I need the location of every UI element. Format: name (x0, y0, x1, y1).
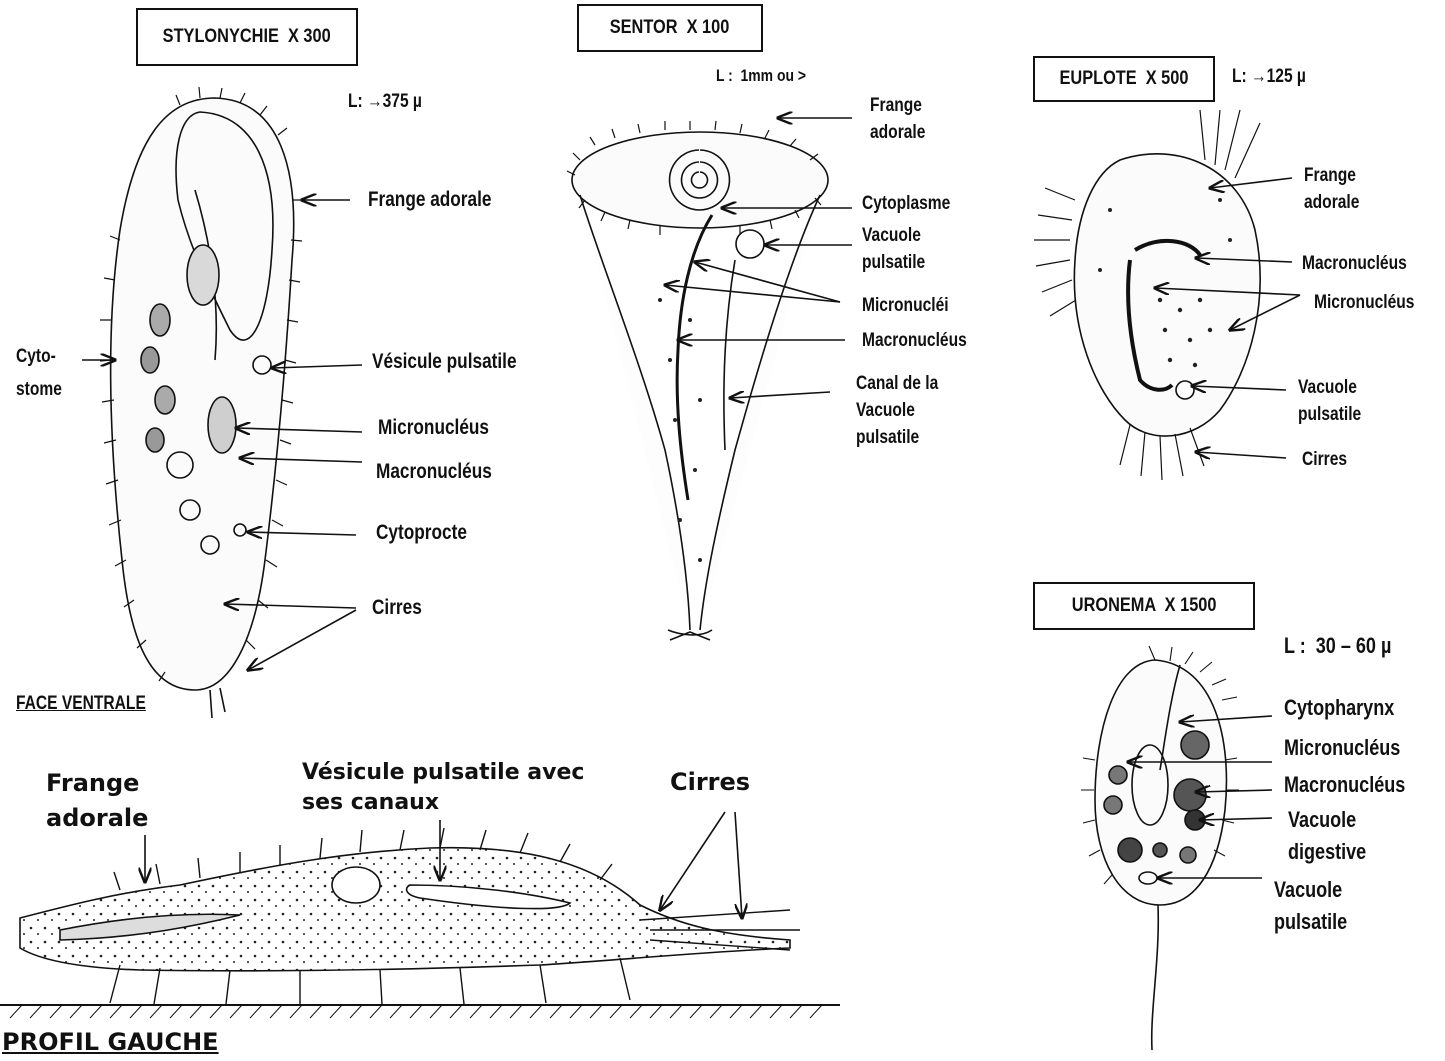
sentor-label-macronucleus: Macronucléus (862, 327, 967, 354)
profil-label-vesicule: Vésicule pulsatile avec ses canaux (302, 758, 584, 818)
sentor-label-cytoplasme: Cytoplasme (862, 190, 950, 217)
profil-drawing (0, 828, 840, 1018)
uronema-label-micronucleus: Micronucléus (1284, 734, 1400, 761)
euplote-label-micronucleus: Micronucléus (1314, 289, 1414, 316)
euplote-label-macronucleus: Macronucléus (1302, 250, 1407, 277)
stylonychie-label-cytoprocte: Cytoprocte (376, 519, 467, 546)
stylonychie-length: L: →375 µ (348, 88, 422, 115)
uronema-title-box: URONEMA X 1500 (1033, 582, 1255, 630)
euplote-title-box: EUPLOTE X 500 (1033, 56, 1215, 102)
euplote-label-vacuole: Vacuole pulsatile (1298, 374, 1361, 428)
stylonychie-label-frange: Frange adorale (368, 186, 491, 213)
euplote-title: EUPLOTE X 500 (1060, 68, 1189, 90)
sentor-title-box: SENTOR X 100 (577, 4, 763, 52)
profil-label-frange: Frange adorale (46, 766, 148, 836)
uronema-title: URONEMA X 1500 (1072, 595, 1217, 617)
stylonychie-view-label: FACE VENTRALE (16, 690, 146, 717)
stylonychie-label-macronucleus: Macronucléus (376, 458, 492, 485)
stylonychie-label-cytostome: Cyto- stome (16, 340, 62, 406)
stylonychie-title-box: STYLONYCHIE X 300 (136, 8, 358, 66)
sentor-drawing (567, 121, 828, 640)
profil-title: PROFIL GAUCHE (2, 1026, 219, 1058)
stylonychie-label-vesicule: Vésicule pulsatile (372, 348, 517, 375)
uronema-label-cytopharynx: Cytopharynx (1284, 694, 1394, 721)
euplote-label-cirres: Cirres (1302, 446, 1347, 473)
euplote-length: L: →125 µ (1232, 63, 1306, 90)
stylonychie-title: STYLONYCHIE X 300 (163, 26, 331, 48)
sentor-title: SENTOR X 100 (610, 17, 730, 39)
stylonychie-label-cirres: Cirres (372, 594, 422, 621)
sentor-length: L : 1mm ou > (716, 62, 806, 89)
stylonychie-label-micronucleus: Micronucléus (378, 414, 489, 441)
stylonychie-drawing (100, 87, 302, 718)
uronema-length: L : 30 – 60 µ (1284, 632, 1391, 659)
sentor-label-micronuclei: Micronucléi (862, 292, 949, 319)
sentor-label-canal: Canal de la Vacuole pulsatile (856, 370, 938, 451)
sentor-label-vacuole: Vacuole pulsatile (862, 222, 925, 276)
sentor-label-frange: Frange adorale (870, 92, 925, 146)
euplote-label-frange: Frange adorale (1304, 162, 1359, 216)
uronema-label-macronucleus: Macronucléus (1284, 771, 1405, 798)
uronema-drawing (1081, 646, 1239, 1050)
profil-label-cirres: Cirres (670, 766, 750, 798)
uronema-label-vacuole-pulsatile: Vacuole pulsatile (1274, 874, 1347, 938)
uronema-label-vacuole-digestive: Vacuole digestive (1288, 804, 1366, 868)
euplote-drawing (1034, 110, 1260, 480)
